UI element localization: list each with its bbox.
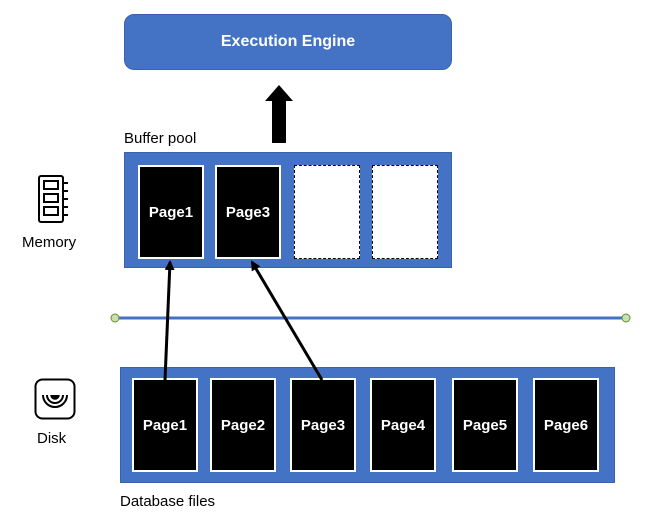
buffer-pool-label: Buffer pool — [124, 130, 197, 147]
disk-page-5-label: Page5 — [462, 416, 508, 434]
divider-end-handle — [621, 313, 631, 323]
memory-chip-icon — [38, 175, 68, 223]
buffer-page-1: Page1 — [138, 165, 204, 259]
disk-page-1-label: Page1 — [142, 416, 188, 434]
buffer-page-2: Page3 — [215, 165, 281, 259]
database-files-label: Database files — [120, 493, 216, 510]
load-arrow-page1 — [163, 260, 175, 381]
disk-page-3-label: Page3 — [300, 416, 346, 434]
load-arrow-page3 — [250, 260, 324, 381]
disk-icon — [34, 378, 76, 420]
disk-page-6: Page6 — [533, 378, 599, 472]
disk-page-4: Page4 — [370, 378, 436, 472]
database-files-box — [120, 367, 615, 483]
divider-start-handle — [110, 313, 120, 323]
buffer-page-2-label: Page3 — [225, 203, 271, 221]
disk-page-3: Page3 — [290, 378, 356, 472]
execution-engine-label: Execution Engine — [220, 33, 356, 50]
disk-page-5: Page5 — [452, 378, 518, 472]
disk-page-6-label: Page6 — [543, 416, 589, 434]
disk-page-4-label: Page4 — [380, 416, 426, 434]
disk-page-2: Page2 — [210, 378, 276, 472]
execution-engine-box: Execution Engine — [124, 14, 452, 70]
buffer-empty-slot-1 — [294, 165, 360, 259]
disk-label: Disk — [37, 430, 67, 447]
disk-page-1: Page1 — [132, 378, 198, 472]
disk-page-2-label: Page2 — [220, 416, 266, 434]
memory-label: Memory — [22, 234, 77, 251]
up-arrow-to-engine — [265, 85, 293, 143]
buffer-empty-slot-2 — [372, 165, 438, 259]
buffer-page-1-label: Page1 — [148, 203, 194, 221]
